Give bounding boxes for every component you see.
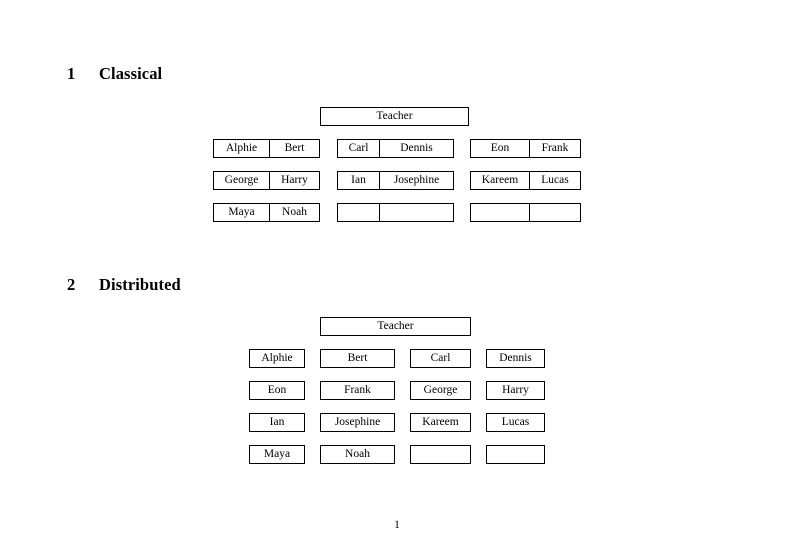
table-cell: Alphie: [249, 349, 305, 368]
table-cell: Eon: [470, 139, 529, 158]
table-cell: Dennis: [486, 349, 545, 368]
table-cell: Bert: [320, 349, 395, 368]
table-cell: Maya: [249, 445, 305, 464]
table-cell: [470, 203, 529, 222]
teacher-box-distributed: Teacher: [320, 317, 471, 336]
section-heading-distributed: 2 Distributed: [67, 275, 181, 295]
table-cell: Frank: [320, 381, 395, 400]
table-cell: Eon: [249, 381, 305, 400]
table-cell: Josephine: [379, 171, 454, 190]
table-cell: Kareem: [410, 413, 471, 432]
table-cell: Carl: [410, 349, 471, 368]
table-cell: Frank: [529, 139, 581, 158]
table-cell: Ian: [249, 413, 305, 432]
table-cell: Dennis: [379, 139, 454, 158]
table-cell: Harry: [486, 381, 545, 400]
table-cell: Noah: [320, 445, 395, 464]
table-cell: Alphie: [213, 139, 269, 158]
section-number: 2: [67, 275, 76, 294]
table-cell: Bert: [269, 139, 320, 158]
table-cell: Lucas: [486, 413, 545, 432]
table-cell: George: [410, 381, 471, 400]
table-cell: Maya: [213, 203, 269, 222]
table-cell: Lucas: [529, 171, 581, 190]
table-cell: [337, 203, 379, 222]
section-title: Classical: [99, 64, 163, 83]
table-cell: Noah: [269, 203, 320, 222]
section-number: 1: [67, 64, 76, 83]
page-number: 1: [394, 519, 400, 531]
table-cell: [486, 445, 545, 464]
table-cell: Josephine: [320, 413, 395, 432]
teacher-box-classical: Teacher: [320, 107, 469, 126]
table-cell: George: [213, 171, 269, 190]
table-cell: Ian: [337, 171, 379, 190]
table-cell: Harry: [269, 171, 320, 190]
section-heading-classical: 1 Classical: [67, 64, 162, 84]
table-cell: Kareem: [470, 171, 529, 190]
table-cell: [379, 203, 454, 222]
table-cell: [410, 445, 471, 464]
table-cell: Carl: [337, 139, 379, 158]
table-cell: [529, 203, 581, 222]
section-title: Distributed: [99, 275, 181, 294]
